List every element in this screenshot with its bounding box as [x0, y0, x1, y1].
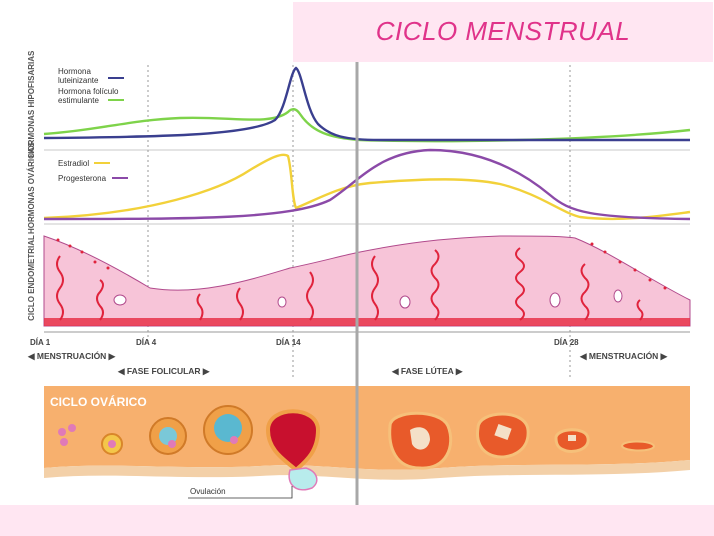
- legend-progesterona-label: Progesterona: [58, 174, 107, 183]
- follicles: [58, 405, 253, 455]
- label-hormonas-hipofisarias: HORMONAS HIPOFISARIAS: [27, 50, 36, 157]
- page-title: CICLO MENSTRUAL: [375, 16, 631, 46]
- label-hormonas-ovaricas: HORMONAS OVÁRICAS: [27, 141, 36, 234]
- menstrual-debris: [56, 238, 667, 290]
- ciclo-ovarico-label: CICLO OVÁRICO: [50, 394, 147, 409]
- day-14-label: DÍA 14: [276, 338, 301, 347]
- ovarian-band: [44, 386, 690, 470]
- menstruacion-1-label: ◀ MENSTRUACIÓN ▶: [27, 350, 117, 361]
- day-1-label: DÍA 1: [30, 338, 51, 347]
- lh-curve: [43, 66, 690, 142]
- endometrial-glands: [113, 289, 623, 309]
- label-ciclo-endometrial: CICLO ENDOMETRIAL: [27, 235, 36, 321]
- bottom-band: [0, 505, 714, 536]
- fase-lutea-label: ◀ FASE LÚTEA ▶: [391, 365, 464, 376]
- corpus-luteum-stages: [388, 411, 656, 470]
- progesterona-curve: [43, 148, 691, 221]
- title-box: CICLO MENSTRUAL: [293, 2, 713, 62]
- endometrium-base: [44, 318, 690, 326]
- fase-folicular-label: ◀ FASE FOLICULAR ▶: [117, 366, 211, 376]
- ovarian-edge: [44, 460, 690, 480]
- ovulacion-label: Ovulación: [190, 487, 226, 496]
- ovulating-follicle: [265, 409, 321, 491]
- endometrium-layer: [43, 235, 691, 327]
- day-28-label: DÍA 28: [554, 338, 579, 347]
- estradiol-curve: [43, 153, 691, 221]
- legend-estradiol-label: Estradiol: [58, 159, 89, 168]
- ovulacion-pointer: [188, 486, 293, 499]
- day-4-label: DÍA 4: [136, 338, 157, 347]
- spiral-arteries: [56, 247, 644, 321]
- menstruacion-2-label: ◀ MENSTRUACIÓN ▶: [579, 350, 669, 361]
